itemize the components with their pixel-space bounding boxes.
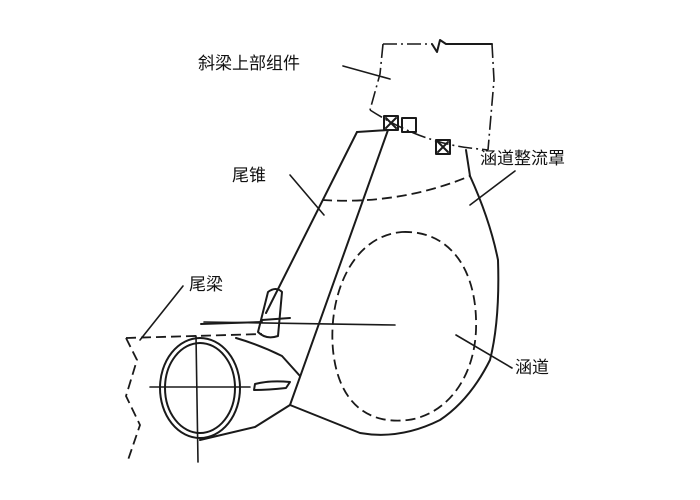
center-lines [149,321,396,463]
tail-boom-section [159,337,241,439]
tail-boom-outline [125,321,301,461]
mounting-fittings [383,115,451,155]
label-fan-duct: 涵道 [515,358,549,378]
label-fan-duct-fairing: 涵道整流罩 [480,149,565,169]
leader-lines [139,65,516,369]
fan-duct-fairing-outline [289,149,500,436]
upper-boom-assembly-outline [369,39,495,151]
label-upper-boom-assembly: 斜梁上部组件 [198,54,300,74]
label-tail-cone: 尾锥 [232,166,266,186]
fan-duct-oval [331,231,477,422]
tail-cone-outline [265,129,471,406]
label-tail-boom: 尾梁 [189,275,223,295]
